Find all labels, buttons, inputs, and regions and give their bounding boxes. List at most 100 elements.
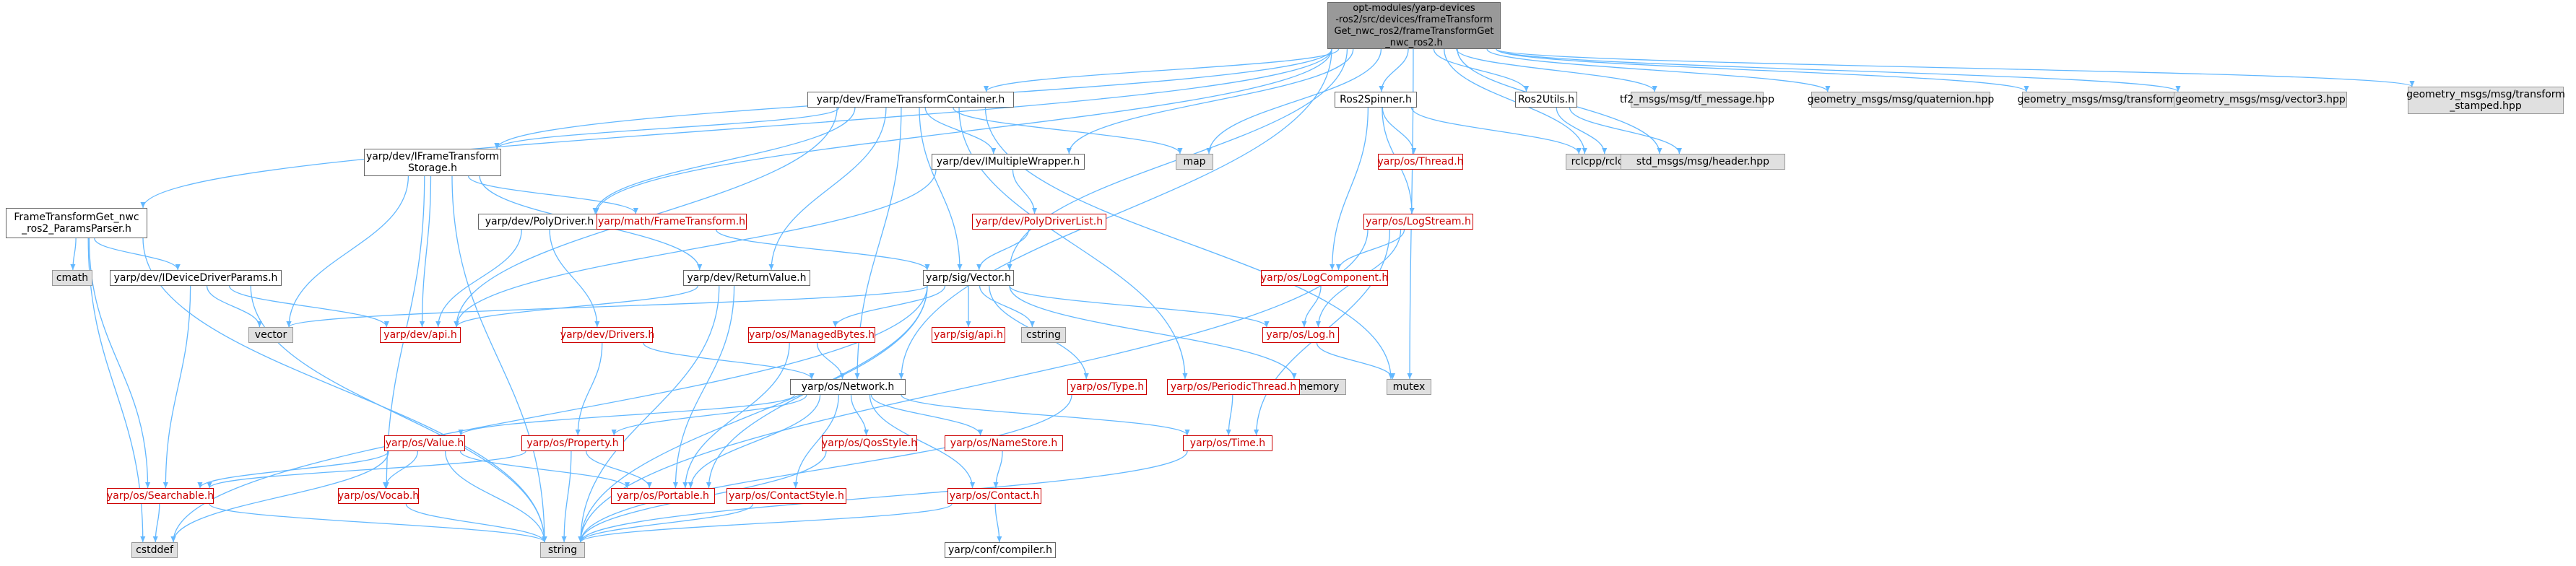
node-ros2spin[interactable]: Ros2Spinner.h [1335, 92, 1417, 108]
node-mbytes[interactable]: yarp/os/ManagedBytes.h [748, 327, 875, 343]
edge-imultwrap-to-devapi [454, 169, 937, 328]
node-ftcont[interactable]: yarp/dev/FrameTransformContainer.h [807, 92, 1014, 108]
edge-params-to-string [142, 238, 547, 543]
edge-contact-to-string [578, 503, 953, 543]
edge-perthread-to-ostime [1226, 394, 1233, 436]
edge-polydriver-to-drivers [549, 229, 600, 328]
edge-root-to-rclcpp [1444, 48, 1587, 154]
edge-ros2spin-to-osthread [1382, 107, 1417, 154]
node-devapi[interactable]: yarp/dev/api.h [380, 327, 461, 343]
edge-root-to-ros2spin [1379, 48, 1409, 92]
node-logcomp[interactable]: yarp/os/LogComponent.h [1261, 270, 1388, 286]
node-network[interactable]: yarp/os/Network.h [790, 379, 906, 395]
node-sigapi[interactable]: yarp/sig/api.h [932, 327, 1005, 343]
edge-network-to-qos [850, 394, 869, 436]
edge-root-to-imultwrap [1066, 48, 1354, 154]
node-logstream[interactable]: yarp/os/LogStream.h [1363, 214, 1473, 230]
edge-sigvector-to-string [578, 285, 928, 543]
edge-osvalue-to-portable [459, 450, 630, 489]
edge-vocab-to-string [405, 503, 547, 543]
edge-namestore-to-contact [993, 450, 1003, 489]
node-polydriver[interactable]: yarp/dev/PolyDriver.h [478, 214, 601, 230]
edge-pdlist-to-sigvector [976, 229, 1029, 271]
node-ros2utils[interactable]: Ros2Utils.h [1515, 92, 1577, 108]
node-oslog[interactable]: yarp/os/Log.h [1262, 327, 1339, 343]
node-ostype[interactable]: yarp/os/Type.h [1067, 379, 1147, 395]
node-osthread[interactable]: yarp/os/Thread.h [1377, 154, 1464, 170]
node-string[interactable]: string [540, 542, 585, 558]
edge-root-to-ftcont [984, 48, 1340, 92]
node-compiler[interactable]: yarp/conf/compiler.h [945, 542, 1056, 558]
node-searchable[interactable]: yarp/os/Searchable.h [107, 488, 214, 504]
node-drivers[interactable]: yarp/dev/Drivers.h [560, 327, 654, 343]
node-mathft[interactable]: yarp/math/FrameTransform.h [597, 214, 747, 230]
edge-iftstorage-to-vector [286, 175, 409, 328]
node-mutex[interactable]: mutex [1387, 379, 1431, 395]
edge-osprop-to-portable [586, 450, 652, 489]
edge-searchable-to-cstddef [152, 503, 160, 543]
node-cstyle[interactable]: yarp/os/ContactStyle.h [727, 488, 846, 504]
node-vocab[interactable]: yarp/os/Vocab.h [338, 488, 419, 504]
edge-ftcont-to-polydriver [592, 107, 856, 214]
edge-mbytes-to-network [816, 342, 846, 380]
edge-logstream-to-logcomp [1335, 229, 1405, 271]
edge-ftcont-to-retval [768, 107, 887, 271]
edge-params-to-idevparams [94, 238, 181, 271]
edge-sigvector-to-memory [1009, 285, 1297, 380]
edge-network-to-osvalue [458, 394, 795, 436]
edge-root-to-tf2msg [1456, 48, 1657, 92]
edge-imultwrap-to-pdlist [1012, 169, 1038, 214]
node-vector[interactable]: vector [248, 327, 293, 343]
node-sigvector[interactable]: yarp/sig/Vector.h [923, 270, 1014, 286]
edge-retval-to-portable [672, 285, 735, 489]
edge-mathft-to-sigvector [716, 229, 930, 271]
node-portable[interactable]: yarp/os/Portable.h [611, 488, 715, 504]
node-stdheader[interactable]: std_msgs/msg/header.hpp [1621, 154, 1785, 170]
node-contact[interactable]: yarp/os/Contact.h [947, 488, 1041, 504]
edge-iftstorage-to-string [451, 175, 547, 543]
edge-ftcont-to-sigvector [919, 107, 963, 271]
edge-ostime-to-string [578, 450, 1188, 543]
node-cstring[interactable]: cstring [1021, 327, 1066, 343]
edge-osvalue-to-cstddef [170, 450, 389, 543]
node-vector3[interactable]: geometry_msgs/msg/vector3.hpp [2174, 92, 2347, 108]
node-iftstorage[interactable]: yarp/dev/IFrameTransform Storage.h [364, 149, 501, 176]
node-cstddef[interactable]: cstddef [131, 542, 178, 558]
edge-drivers-to-osprop [575, 342, 603, 436]
node-perthread[interactable]: yarp/os/PeriodicThread.h [1167, 379, 1300, 395]
node-root[interactable]: opt-modules/yarp-devices -ros2/src/devic… [1327, 2, 1501, 49]
edge-polydriver-to-devapi [435, 229, 522, 328]
node-tfstamped[interactable]: geometry_msgs/msg/transform _stamped.hpp [2406, 87, 2565, 114]
node-idevparams[interactable]: yarp/dev/IDeviceDriverParams.h [110, 270, 282, 286]
node-osvalue[interactable]: yarp/os/Value.h [384, 435, 465, 451]
node-memory[interactable]: memory [1290, 379, 1346, 395]
node-osprop[interactable]: yarp/os/Property.h [521, 435, 624, 451]
node-params[interactable]: FrameTransformGet_nwc _ros2_ParamsParser… [6, 208, 147, 238]
node-cmath[interactable]: cmath [52, 270, 92, 286]
node-imultwrap[interactable]: yarp/dev/IMultipleWrapper.h [932, 154, 1085, 170]
edge-sigvector-to-oslog [1009, 285, 1270, 328]
edge-idevparams-to-vector [206, 285, 263, 328]
edge-root-to-polydriver [594, 48, 1332, 214]
edge-network-to-osprop [611, 394, 807, 436]
node-tf2msg[interactable]: tf2_msgs/msg/tf_message.hpp [1620, 92, 1774, 108]
node-ostime[interactable]: yarp/os/Time.h [1183, 435, 1272, 451]
node-quat[interactable]: geometry_msgs/msg/quaternion.hpp [1808, 92, 1994, 108]
node-qos[interactable]: yarp/os/QosStyle.h [822, 435, 917, 451]
edge-osprop-to-searchable [207, 450, 526, 489]
edge-network-to-cstyle [793, 394, 839, 489]
node-transform[interactable]: geometry_msgs/msg/transform.hpp [2018, 92, 2198, 108]
edge-idevparams-to-devapi [229, 285, 389, 328]
edge-sigvector-to-cstring [979, 285, 1036, 328]
edge-network-to-contact [869, 394, 976, 489]
node-map[interactable]: map [1176, 154, 1213, 170]
edge-searchable-to-string [209, 503, 547, 543]
edge-osvalue-to-vocab [382, 450, 419, 489]
node-namestore[interactable]: yarp/os/NameStore.h [945, 435, 1063, 451]
edge-ros2spin-to-logcomp [1330, 107, 1369, 271]
node-pdlist[interactable]: yarp/dev/PolyDriverList.h [972, 214, 1106, 230]
edge-osvalue-to-string [445, 450, 547, 543]
edge-osprop-to-string [561, 450, 572, 543]
node-retval[interactable]: yarp/dev/ReturnValue.h [683, 270, 810, 286]
edge-root-to-transform [1496, 48, 2029, 92]
